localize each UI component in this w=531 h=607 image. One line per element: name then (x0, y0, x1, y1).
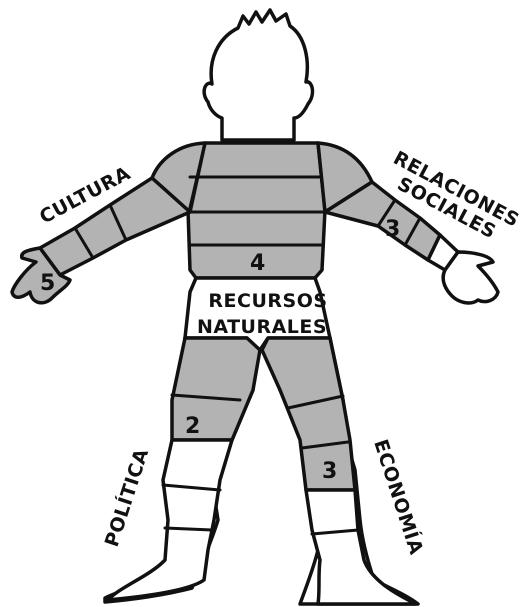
arm-segment-line (376, 198, 397, 228)
arm-segment-line (73, 226, 95, 260)
leg-segment-line (310, 528, 360, 536)
leg-segment-line (286, 394, 345, 410)
leg-segment-line (300, 440, 350, 450)
torso-side-line (187, 141, 207, 214)
label-economia: ECONOMÍA (369, 436, 428, 557)
label-recursos: RECURSOS (208, 290, 327, 312)
score-cultura: 5 (40, 271, 55, 296)
arm-segment-line (403, 216, 422, 247)
arm-segment-line (108, 203, 128, 242)
score-recursos-naturales: 4 (250, 251, 265, 276)
right-shin (304, 488, 418, 606)
label-naturales: NATURALES (197, 316, 327, 338)
score-economia: 3 (322, 459, 337, 484)
torso-side-line (316, 141, 327, 214)
left-thigh (170, 336, 262, 442)
score-relaciones-sociales: 3 (385, 217, 400, 242)
label-politica: POLÍTICA (100, 445, 153, 549)
left-shin (106, 438, 234, 602)
right-thigh (260, 336, 357, 492)
left-hand (10, 246, 72, 305)
score-politica: 2 (185, 414, 200, 439)
arm-segment-line (150, 176, 192, 214)
head (202, 8, 315, 142)
leg-segment-line (161, 483, 222, 492)
leg-segment-line (163, 526, 214, 532)
right-hand (441, 250, 500, 305)
leg-segment-line (170, 393, 242, 402)
